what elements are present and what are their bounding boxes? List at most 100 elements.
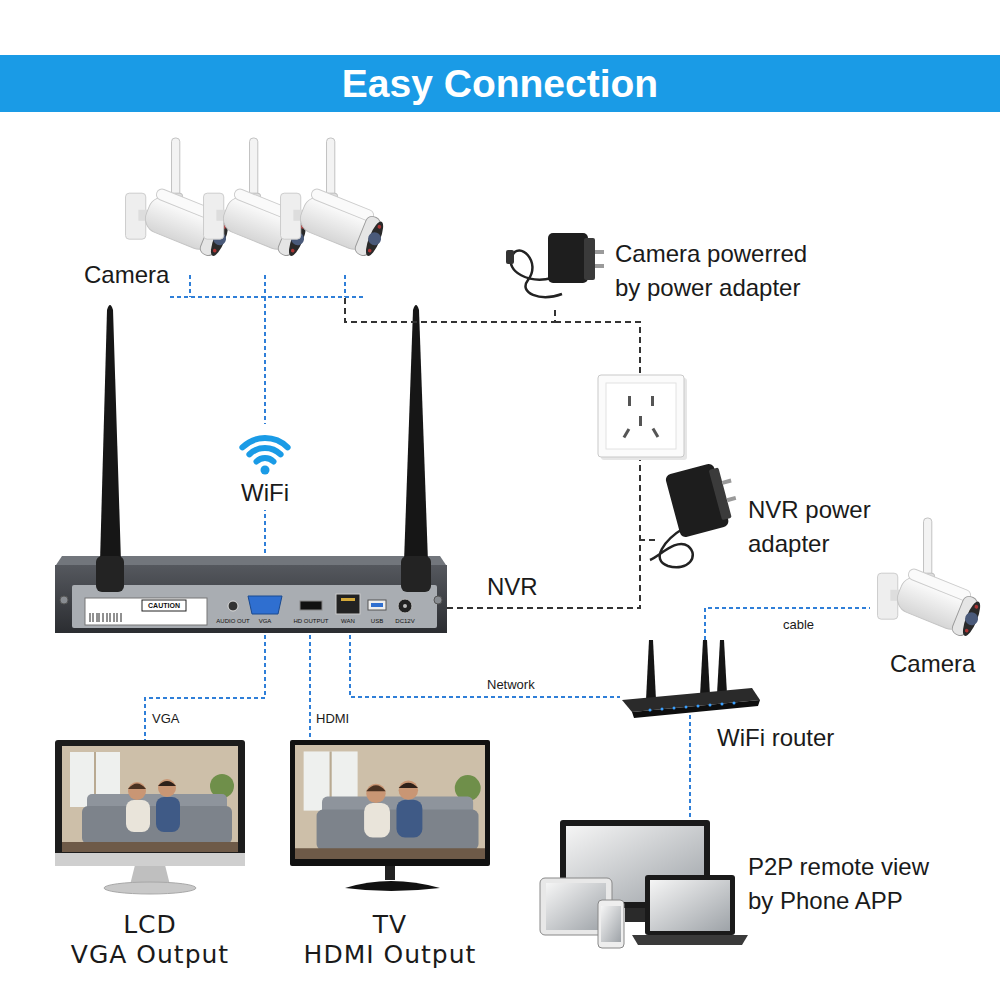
wall-socket	[601, 378, 687, 460]
router-illustration	[700, 640, 710, 696]
adapter-illustration	[727, 496, 737, 502]
router-illustration	[721, 703, 724, 706]
node-label: NVR power adapter	[748, 493, 898, 561]
connector	[705, 608, 870, 640]
nvr-illustration	[55, 556, 447, 633]
wall-socket	[623, 428, 631, 438]
nvr-illustration	[72, 585, 437, 628]
nvr-illustration	[114, 613, 115, 622]
monitor-illustration	[104, 882, 196, 894]
edge-label: HDMI	[316, 711, 366, 727]
monitor-illustration	[55, 740, 245, 866]
monitor-illustration	[55, 853, 245, 866]
antenna	[96, 305, 431, 592]
monitor-illustration	[55, 740, 245, 894]
nvr-illustration	[60, 596, 68, 604]
node-label: P2P remote view by Phone APP	[748, 850, 948, 918]
antenna	[401, 556, 431, 592]
router-illustration	[649, 709, 652, 712]
tv-illustration	[290, 740, 490, 866]
adapter-illustration	[665, 459, 743, 538]
camera-wire	[344, 275, 346, 297]
devices-illustration	[601, 906, 621, 942]
nvr-illustration	[336, 594, 360, 614]
monitor-illustration	[62, 746, 238, 852]
router-illustration	[717, 640, 727, 694]
wall-socket	[598, 375, 687, 460]
nvr-illustration	[371, 603, 383, 607]
connector	[345, 297, 555, 322]
nvr-illustration	[434, 596, 442, 604]
nvr-illustration	[368, 600, 386, 610]
edge-label: cable	[783, 617, 833, 633]
wall-socket	[639, 416, 642, 426]
nvr-recorder: NVR	[55, 555, 445, 635]
port-label: DC12V	[375, 617, 435, 625]
power-adapter: Camera powerred by power adapter	[500, 225, 600, 310]
antenna	[404, 305, 428, 562]
power-wire	[555, 322, 640, 375]
adapter-illustration	[650, 459, 742, 567]
camera-wire	[170, 296, 365, 298]
port-label: AUDIO OUT	[203, 617, 263, 625]
adapter-illustration	[722, 479, 732, 485]
nvr-illustration	[121, 613, 122, 622]
nvr-illustration	[117, 613, 118, 622]
nvr-illustration	[110, 613, 111, 622]
camera-wire	[189, 275, 191, 297]
camera-illustration	[281, 138, 390, 260]
node-label: Camera	[84, 258, 204, 292]
port-label: HD OUTPUT	[281, 617, 341, 625]
wall-socket	[606, 383, 676, 449]
connector	[350, 635, 620, 697]
adapter-illustration	[709, 467, 732, 520]
devices-illustration	[625, 908, 645, 922]
edge-label: VGA	[152, 711, 202, 727]
camera-unit: Camera	[870, 520, 990, 615]
remote-devices: P2P remote view by Phone APP	[540, 820, 735, 950]
port-label: WAN	[318, 617, 378, 625]
adapter-illustration	[548, 233, 588, 283]
wall-socket	[628, 396, 631, 406]
node-label: Camera	[890, 647, 1000, 681]
devices-illustration	[598, 900, 624, 948]
wifi-symbol	[249, 448, 280, 454]
devices-illustration	[540, 820, 748, 948]
nvr-illustration	[248, 596, 282, 614]
node-label: WiFi router	[717, 721, 867, 755]
connector	[445, 540, 655, 608]
diagram-title: Easy Connection	[0, 55, 1000, 112]
camera-wire	[264, 275, 266, 297]
connector	[309, 635, 311, 740]
tv-monitor: TVHDMI Output	[290, 740, 490, 890]
nvr-illustration	[85, 598, 207, 625]
adapter-illustration	[595, 264, 604, 268]
nvr-illustration	[90, 613, 91, 622]
tv-illustration	[345, 881, 440, 891]
antenna	[96, 556, 124, 592]
nvr-illustration	[93, 613, 94, 622]
power-wire	[639, 455, 641, 540]
camera-wire	[170, 275, 365, 297]
adapter-illustration	[595, 250, 604, 254]
node-label: Camera powerred by power adapter	[615, 237, 830, 305]
camera-illustration	[878, 518, 987, 640]
wall-socket	[652, 428, 660, 438]
wifi-symbol	[257, 458, 274, 462]
wifi-router: WiFi router	[620, 640, 760, 715]
camera-illustration	[878, 518, 987, 640]
antenna	[100, 305, 121, 562]
edge-label: WiFi	[225, 478, 305, 508]
router-illustration	[646, 640, 656, 700]
nvr-illustration	[403, 604, 407, 608]
node-label: VGA Output	[35, 940, 265, 970]
edge-label: Network	[487, 677, 557, 693]
router-illustration	[697, 705, 700, 708]
router-illustration	[709, 704, 712, 707]
nvr-illustration	[300, 601, 322, 610]
camera-group: Camera	[120, 140, 375, 297]
nvr-illustration	[90, 613, 121, 622]
camera-illustration	[126, 138, 390, 260]
